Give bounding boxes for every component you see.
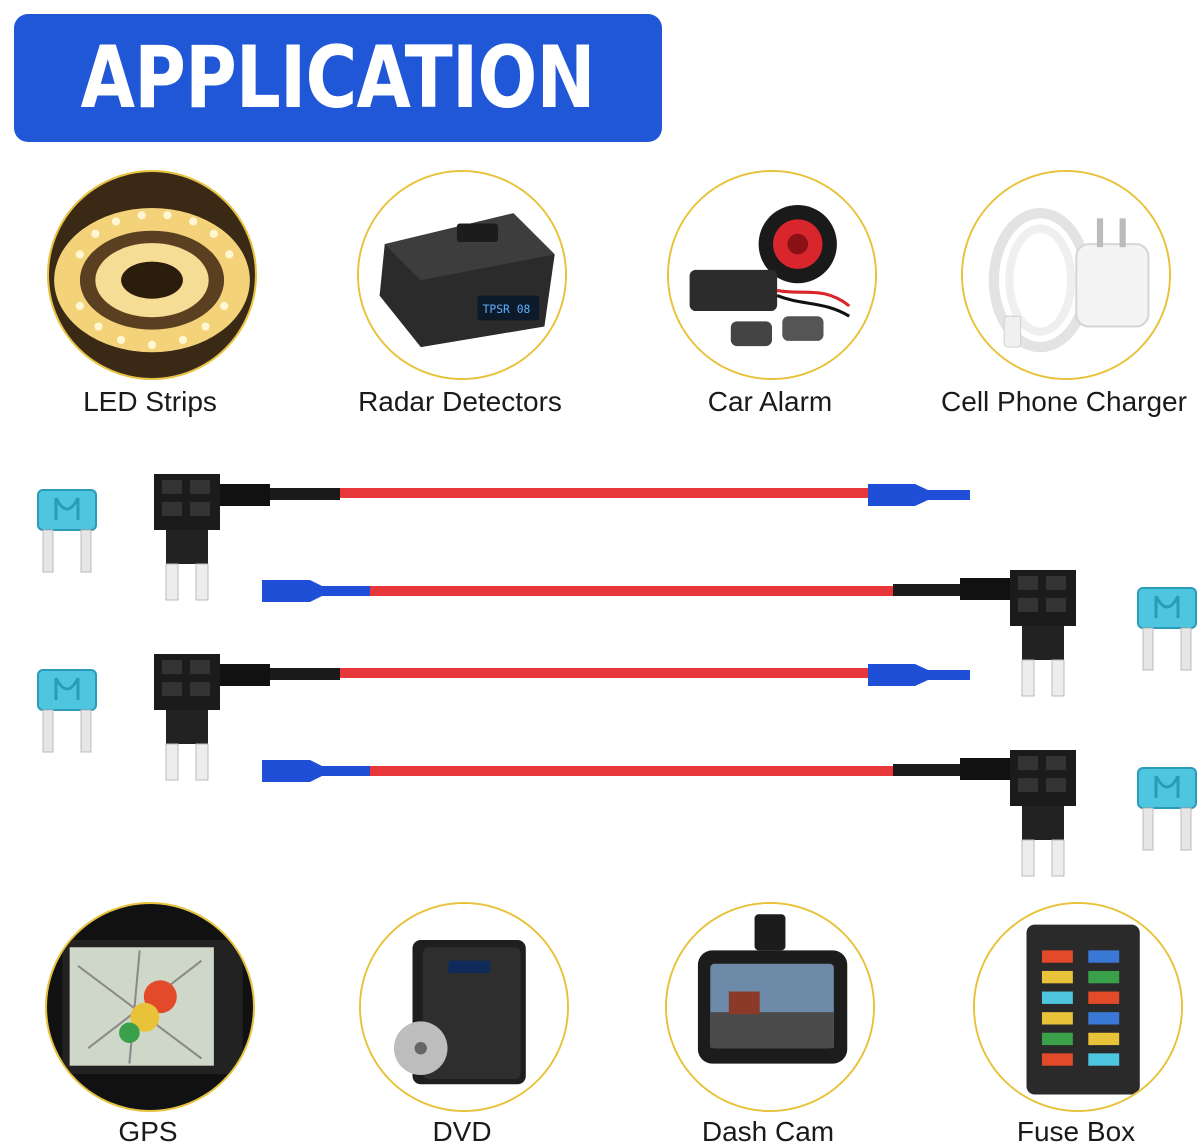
gps-icon bbox=[45, 902, 255, 1112]
app-label: Car Alarm bbox=[707, 386, 833, 417]
fuse-tap-cable-2 bbox=[262, 569, 1198, 697]
car-alarm-icon bbox=[667, 170, 877, 380]
led-strip-icon bbox=[47, 170, 257, 380]
fuse-tap-cable-1 bbox=[36, 473, 970, 601]
fuse-tap-cables-illustration bbox=[36, 473, 1198, 877]
dvd-player-icon bbox=[359, 902, 569, 1112]
app-label: GPS bbox=[118, 1116, 178, 1147]
app-label: Radar Detectors bbox=[358, 386, 562, 417]
app-label: Cell Phone Charger bbox=[941, 386, 1187, 417]
fuse-tap-cable-3 bbox=[36, 653, 970, 781]
dash-cam-icon bbox=[665, 902, 875, 1112]
banner-title: APPLICATION bbox=[80, 28, 596, 128]
fuse-tap-cable-4 bbox=[262, 749, 1198, 877]
app-label: DVD bbox=[432, 1116, 492, 1147]
radar-display-text: TPSR 08 bbox=[483, 302, 531, 316]
radar-detector-icon: TPSR 08 bbox=[357, 170, 567, 380]
fuse-box-icon bbox=[973, 902, 1183, 1112]
app-label: Dash Cam bbox=[701, 1116, 835, 1147]
phone-charger-icon bbox=[961, 170, 1171, 380]
app-label: Fuse Box bbox=[1016, 1116, 1136, 1147]
application-banner: APPLICATION bbox=[14, 14, 662, 142]
app-label: LED Strips bbox=[83, 386, 217, 417]
